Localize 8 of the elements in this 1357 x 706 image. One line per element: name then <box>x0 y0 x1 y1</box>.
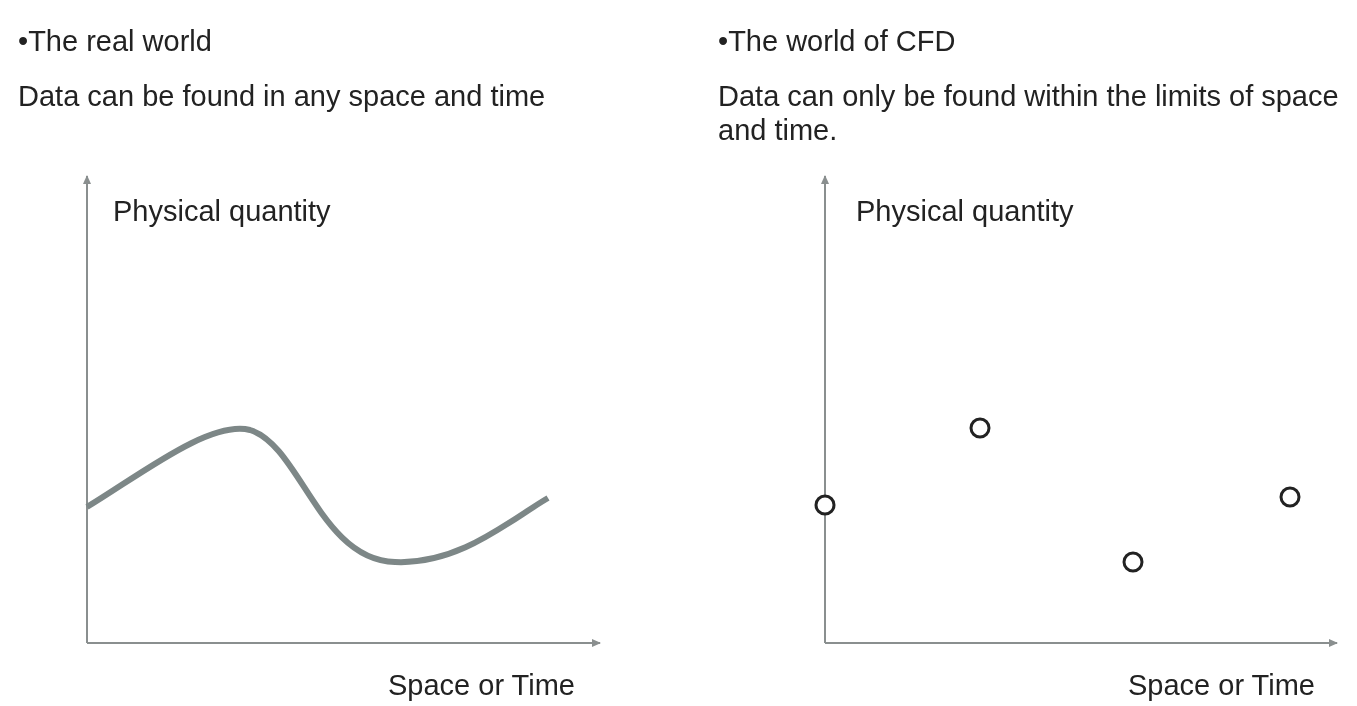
axis-label: Physical quantity <box>113 194 331 228</box>
heading: •The real world <box>18 24 212 58</box>
axis-label: Space or Time <box>1128 668 1315 702</box>
description: Data can only be found within the limits of space and time. <box>718 79 1340 147</box>
description: Data can be found in any space and time <box>18 79 546 113</box>
heading: •The world of CFD <box>718 24 956 58</box>
axis-label: Physical quantity <box>856 194 1074 228</box>
axis-label: Space or Time <box>388 668 575 702</box>
